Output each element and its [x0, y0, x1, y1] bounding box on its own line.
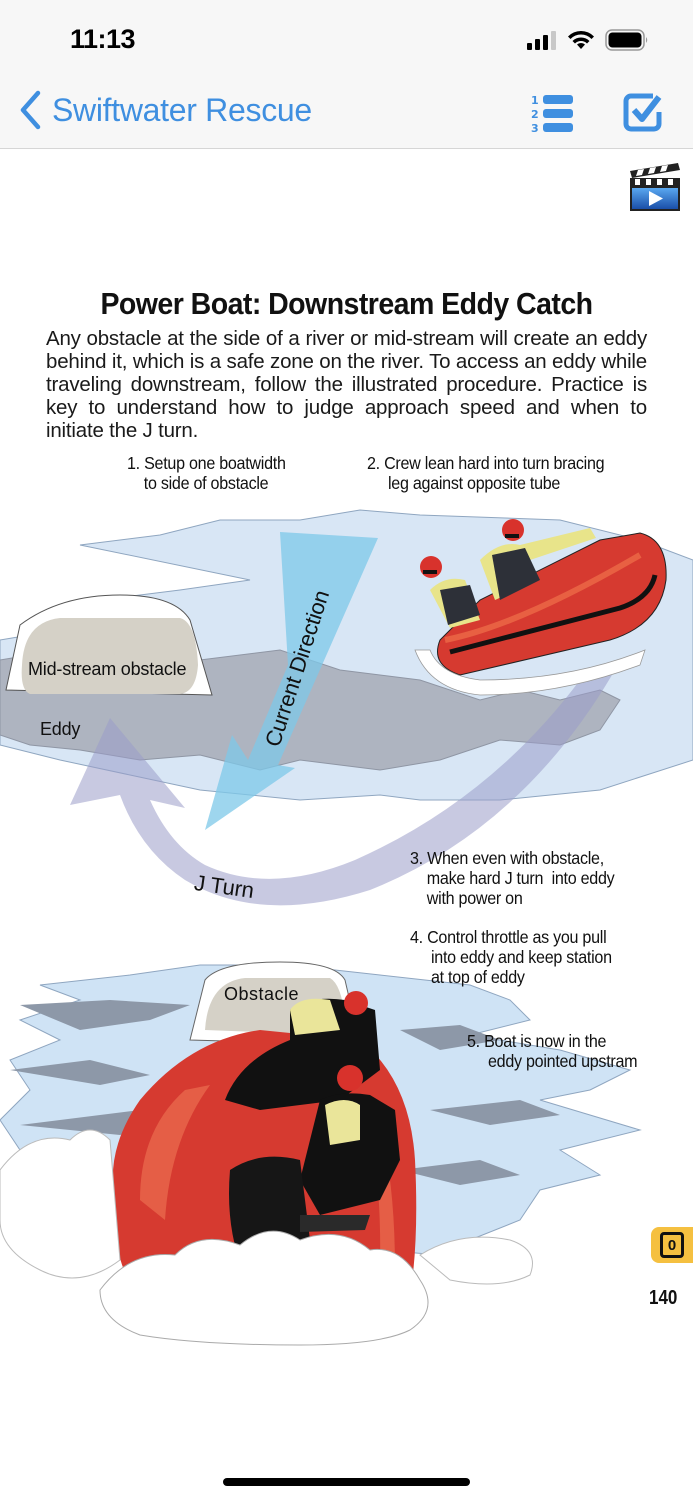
battery-icon [605, 29, 648, 51]
svg-text:2: 2 [531, 108, 539, 121]
label-obstacle: Obstacle [224, 984, 300, 1004]
step-5: 5. Boat is now in the eddy pointed upstr… [467, 1031, 638, 1071]
lower-boat-graphic [0, 991, 533, 1346]
badge-icon: 0 [660, 1232, 684, 1258]
navigation-bar: Swiftwater Rescue 1 2 3 [0, 80, 693, 149]
status-time: 11:13 [70, 24, 136, 54]
video-button[interactable] [628, 161, 682, 218]
step-1: 1. Setup one boatwidth to side of obstac… [127, 453, 286, 493]
cellular-signal-icon [527, 31, 556, 50]
chevron-left-icon [20, 90, 41, 130]
page-number: 140 [649, 1287, 678, 1309]
label-eddy: Eddy [40, 719, 81, 739]
status-bar: 11:13 [0, 0, 693, 80]
step-2: 2. Crew lean hard into turn bracing leg … [367, 453, 605, 493]
checkbox-checked-icon [623, 93, 662, 132]
label-mid-stream-obstacle: Mid-stream obstacle [28, 659, 187, 679]
step-3: 3. When even with obstacle, make hard J … [410, 848, 615, 908]
video-clapper-play-icon [630, 163, 680, 211]
home-indicator[interactable] [223, 1478, 470, 1486]
page-title: Power Boat: Downstream Eddy Catch [100, 286, 593, 321]
bookmark-badge[interactable]: 0 [651, 1227, 693, 1263]
upper-boat-graphic [414, 519, 667, 696]
step-4: 4. Control throttle as you pull into edd… [410, 927, 612, 987]
back-button-label: Swiftwater Rescue [52, 91, 312, 128]
numbered-list-icon: 1 2 3 [531, 94, 573, 135]
status-icons [527, 29, 649, 51]
wifi-icon [568, 30, 594, 49]
eddy-catch-illustration [0, 509, 693, 1346]
back-button[interactable]: Swiftwater Rescue [18, 90, 312, 130]
checklist-button[interactable] [623, 92, 663, 137]
table-of-contents-button[interactable]: 1 2 3 [531, 92, 575, 139]
svg-text:1: 1 [531, 94, 539, 107]
intro-paragraph: Any obstacle at the side of a river or m… [46, 327, 647, 442]
svg-text:3: 3 [531, 122, 539, 134]
page-content: Power Boat: Downstream Eddy Catch Any ob… [0, 149, 693, 1500]
